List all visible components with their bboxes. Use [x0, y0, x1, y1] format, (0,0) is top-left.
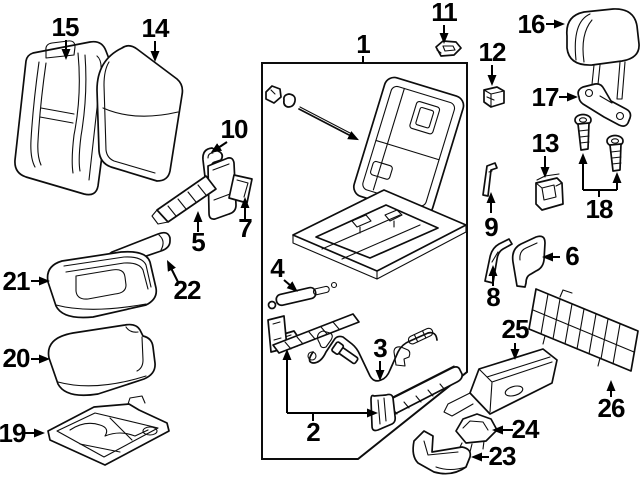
part-26-rear-panel — [528, 288, 639, 372]
part-16-headrest — [565, 8, 640, 100]
callout-4-label[interactable]: 4 — [270, 253, 286, 283]
callout-21-label[interactable]: 21 — [3, 266, 31, 296]
callout-10-label[interactable]: 10 — [221, 114, 249, 144]
callout-18-label[interactable]: 18 — [586, 194, 614, 224]
callout-12-label[interactable]: 12 — [479, 37, 507, 67]
callout-26-label[interactable]: 26 — [598, 393, 626, 423]
part-7-finish-panel — [228, 174, 253, 204]
part-23-end-bracket — [412, 430, 472, 475]
callout-19-label[interactable]: 19 — [0, 418, 27, 448]
part-6-side-shield — [511, 235, 546, 288]
callout-23-label[interactable]: 23 — [489, 441, 517, 471]
callout-24-label[interactable]: 24 — [512, 414, 541, 444]
part-8-hinge-bracket — [484, 238, 513, 284]
part-25-floor-bracket — [443, 348, 558, 417]
callout-10-leader — [210, 141, 228, 153]
part-1-seat-frame-assembly — [265, 76, 467, 280]
part-2-track-assembly — [267, 313, 463, 432]
part-24-support-bracket — [455, 413, 498, 453]
part-18-bolts — [574, 113, 624, 172]
callout-2-leader — [282, 349, 378, 421]
part-4-gas-strut — [267, 281, 338, 310]
part-11-clip — [435, 40, 462, 57]
part-5-side-support — [151, 157, 237, 225]
part-21-cushion-cover — [46, 250, 158, 319]
callout-1-label[interactable]: 1 — [356, 29, 371, 59]
part-17-anchor-strap — [577, 83, 632, 127]
callout-2-label[interactable]: 2 — [306, 417, 321, 447]
part-3-release-cable — [307, 327, 438, 382]
callout-9-label[interactable]: 9 — [484, 212, 499, 242]
part-14-seat-back-pad — [96, 44, 184, 182]
callout-15-label[interactable]: 15 — [52, 12, 80, 42]
callout-25-label[interactable]: 25 — [502, 314, 530, 344]
callout-16-label[interactable]: 16 — [518, 9, 546, 39]
callout-6-label[interactable]: 6 — [565, 241, 580, 271]
callout-14-label[interactable]: 14 — [142, 13, 171, 43]
callout-22-leader — [166, 259, 180, 285]
part-9-guide-rod — [482, 162, 498, 197]
callout-labels: 1 2 3 4 5 6 7 8 9 10 11 12 13 14 15 16 1… — [0, 0, 626, 471]
callout-11-label[interactable]: 11 — [431, 0, 458, 27]
part-20-cushion-pad — [47, 323, 156, 397]
callout-22-label[interactable]: 22 — [174, 275, 202, 305]
callout-5-label[interactable]: 5 — [191, 227, 206, 257]
leader-lines — [25, 19, 622, 462]
callout-20-label[interactable]: 20 — [3, 343, 31, 373]
callout-4-leader — [283, 279, 298, 292]
part-1-boundary-box — [261, 62, 468, 460]
callout-8-label[interactable]: 8 — [486, 282, 501, 312]
part-12-bumper-block — [483, 86, 505, 108]
callout-3-label[interactable]: 3 — [373, 333, 388, 363]
callout-7-label[interactable]: 7 — [238, 213, 253, 243]
callout-18-leader — [578, 153, 622, 197]
part-13-striker-bracket — [535, 173, 564, 211]
callout-17-label[interactable]: 17 — [532, 82, 560, 112]
part-19-seat-pan — [47, 395, 170, 466]
part-15-seat-back-cover — [14, 40, 114, 196]
callout-13-label[interactable]: 13 — [532, 128, 560, 158]
